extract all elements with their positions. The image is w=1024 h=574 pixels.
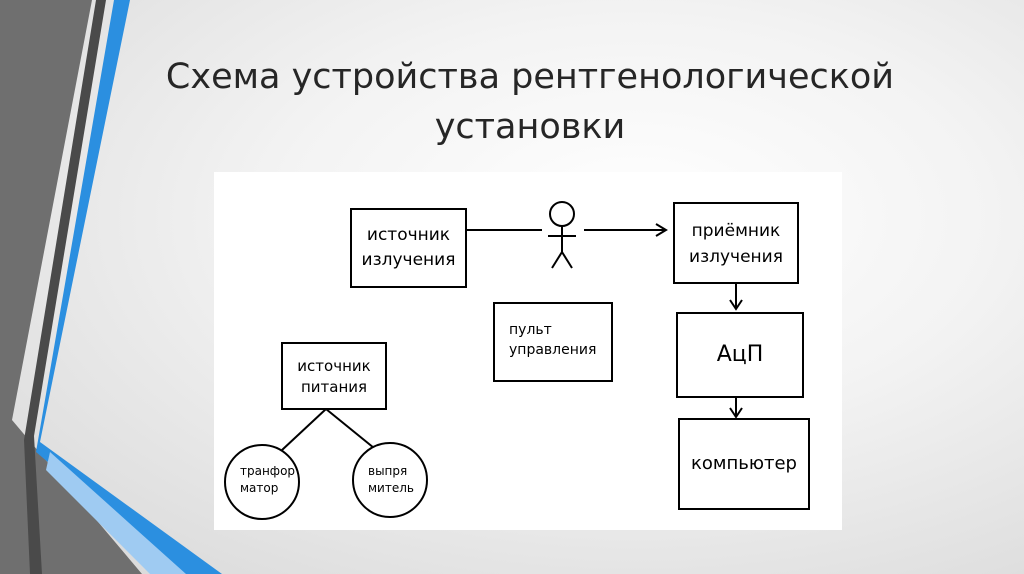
- radiation-receiver-label-1: приёмник: [691, 221, 781, 241]
- computer-box: компьютер: [678, 418, 810, 510]
- arrowhead-computer: [729, 407, 743, 419]
- computer-label: компьютер: [691, 453, 797, 474]
- radiation-source-label-1: источник: [366, 225, 451, 245]
- slide-title: Схема устройства рентгенологической уста…: [150, 52, 910, 152]
- slide-title-line-2: установки: [434, 107, 626, 147]
- diagram-connectors: [281, 201, 743, 451]
- control-console-label-1: пульт: [509, 322, 552, 338]
- xray-setup-diagram: источник излучения приёмник излучения пу…: [214, 172, 842, 530]
- radiation-receiver-label-2: излучения: [689, 247, 783, 267]
- line-power-rectifier: [325, 408, 375, 449]
- line-power-transformer: [281, 408, 327, 451]
- transformer-label-1: транфор: [240, 464, 296, 478]
- rectifier-label-2: митель: [368, 481, 414, 495]
- radiation-source-box: источник излучения: [350, 208, 467, 288]
- light-blue-ribbon: [46, 452, 186, 574]
- power-source-box: источник питания: [281, 342, 387, 410]
- adc-label: АцП: [716, 342, 764, 367]
- arrowhead-adc: [729, 299, 743, 311]
- rectifier-circle: выпря митель: [352, 442, 428, 518]
- slide-title-line-1: Схема устройства рентгенологической: [165, 57, 895, 97]
- beam-arrowhead: [655, 223, 668, 237]
- adc-box: АцП: [676, 312, 804, 398]
- radiation-receiver-box: приёмник излучения: [673, 202, 799, 284]
- transformer-label-2: матор: [240, 481, 279, 495]
- control-console-label-2: управления: [509, 342, 597, 358]
- gray-ribbon: [0, 0, 142, 574]
- patient-figure: [548, 201, 576, 269]
- power-source-label-1: источник: [297, 357, 371, 375]
- transformer-circle: транфор матор: [224, 444, 300, 520]
- power-source-label-2: питания: [300, 378, 368, 396]
- control-console-box: пульт управления: [493, 302, 613, 382]
- rectifier-label-1: выпря: [368, 464, 408, 478]
- dark-ribbon: [24, 0, 106, 574]
- radiation-source-label-2: излучения: [361, 250, 456, 270]
